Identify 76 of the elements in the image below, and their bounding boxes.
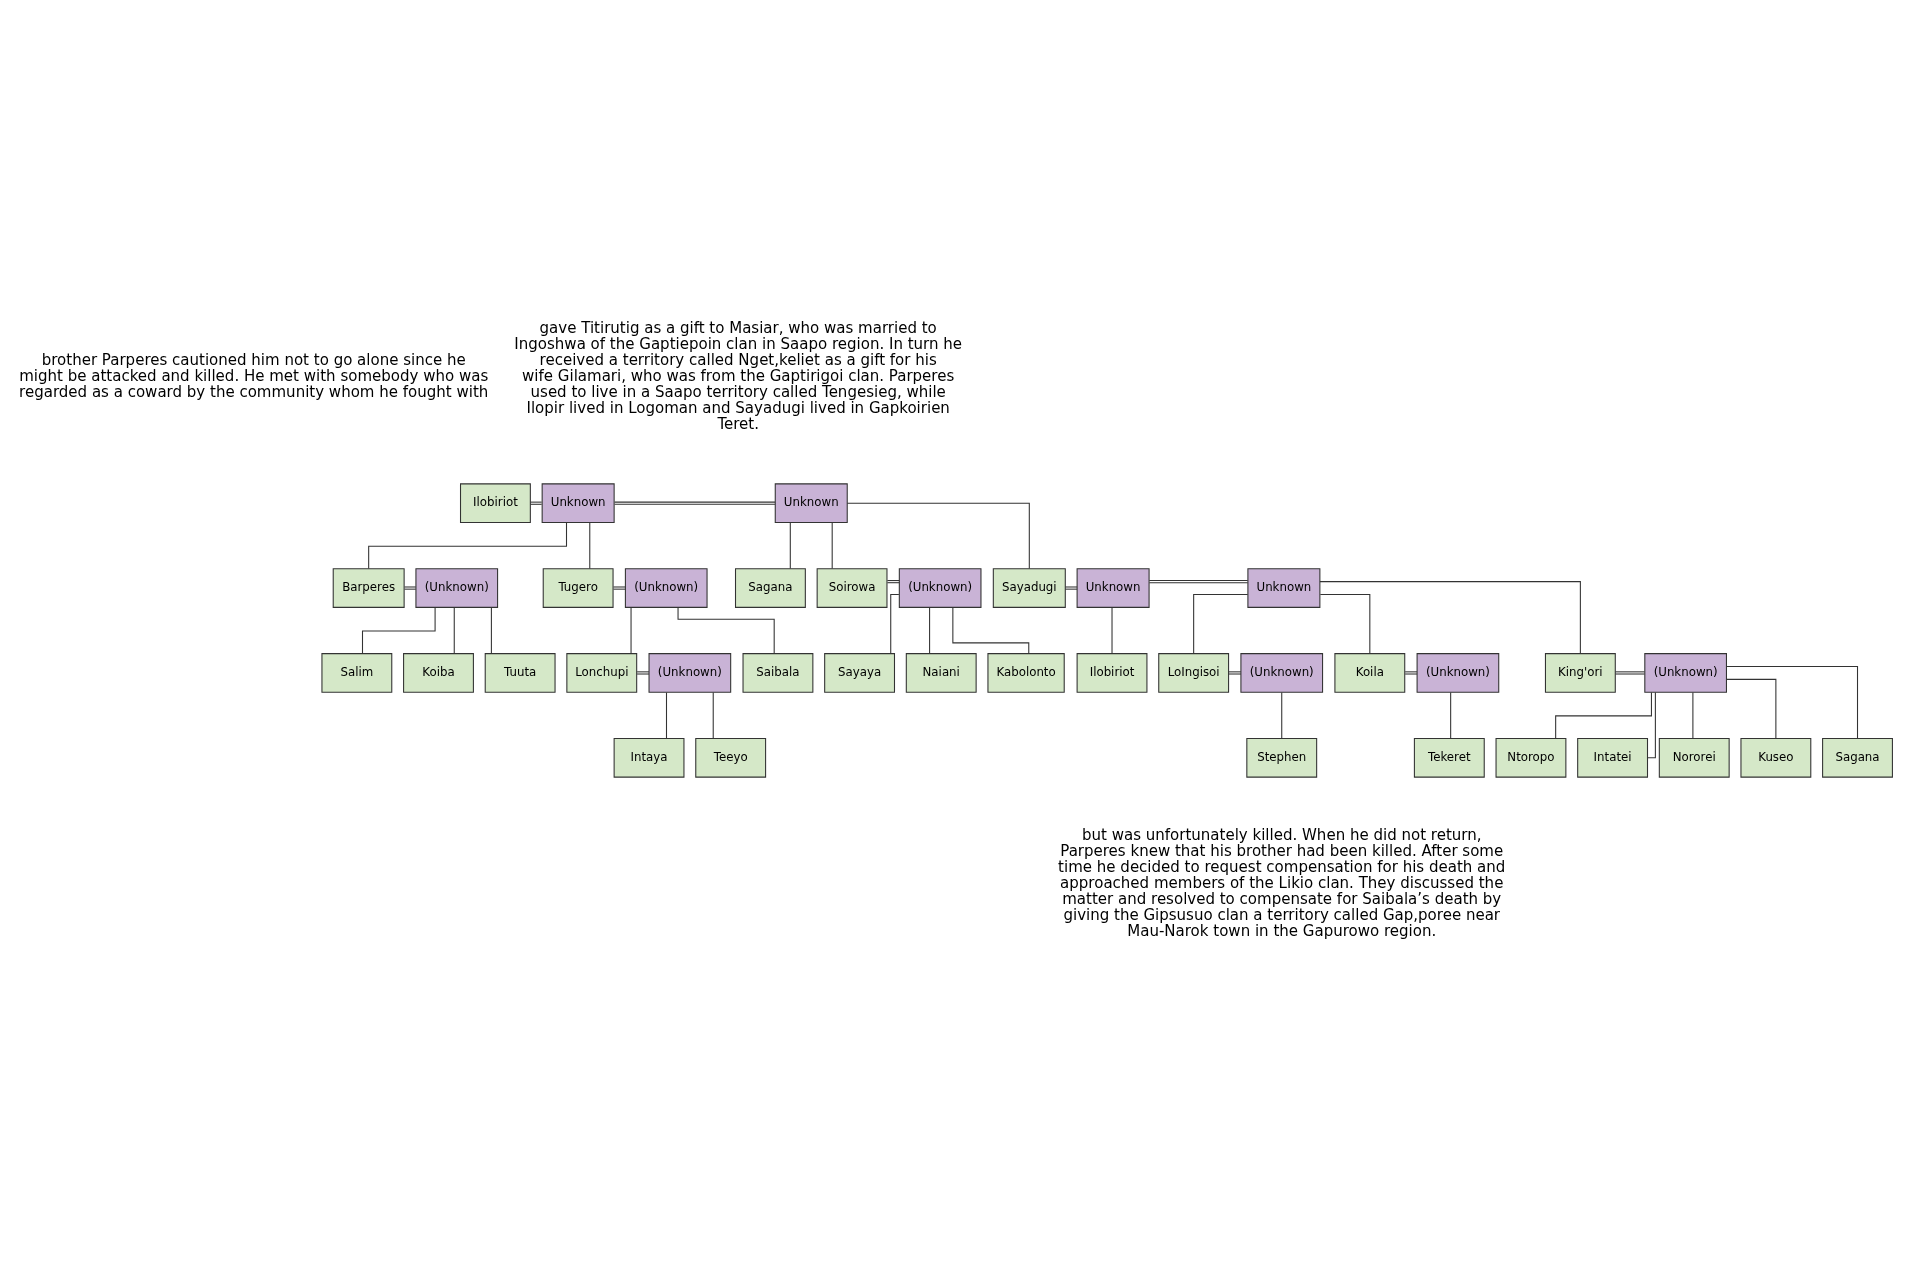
connector	[630, 607, 632, 654]
node-box: Lonchupi	[566, 653, 638, 693]
connector	[403, 586, 417, 590]
node-box: Tuuta	[484, 653, 556, 693]
node-box: Soirowa	[816, 568, 888, 608]
connector	[886, 580, 900, 584]
node-box: (Unknown)	[1240, 653, 1324, 693]
node-box: (Unknown)	[1644, 653, 1727, 693]
node-box: Salim	[321, 653, 393, 693]
node-box: Stephen	[1246, 737, 1318, 778]
node-box: Koila	[1334, 653, 1406, 693]
node-box: Unknown	[1247, 568, 1321, 608]
connector	[636, 671, 650, 675]
label: brother Parperes cautioned him not to go alone since he might be attacked and killed. He met with somebody who was regarded as a coward by the community whom he fought with	[19, 350, 489, 402]
connector	[1692, 692, 1694, 739]
connector	[614, 501, 776, 505]
node-box: Saibala	[742, 653, 814, 693]
connector	[929, 607, 931, 654]
node-box: Intatei	[1577, 737, 1649, 778]
node-box: Unknown	[1076, 568, 1150, 608]
node-box: Sayaya	[824, 653, 896, 693]
node-box: Sayadugi	[992, 568, 1066, 608]
node-box: Ilobiriot	[1076, 653, 1148, 693]
connector	[712, 692, 714, 739]
node-box: Intaya	[613, 737, 685, 778]
node-box: Unknown	[774, 483, 848, 524]
connector	[831, 522, 833, 570]
node-box: (Unknown)	[898, 568, 982, 608]
node-box: Barperes	[332, 568, 405, 608]
node-box: Naiani	[905, 653, 977, 693]
connector	[1404, 671, 1418, 675]
connector	[1111, 607, 1113, 654]
node-box: LoIngisoi	[1158, 653, 1230, 693]
connector	[1228, 671, 1242, 675]
connector	[789, 522, 791, 570]
connector	[1726, 665, 1859, 739]
node-box: Ilobiriot	[460, 483, 531, 524]
node-box: Ntoropo	[1495, 737, 1567, 778]
label: gave Titirutig as a gift to Masiar, who was married to Ingoshwa of the Gaptiepoin clan in Saapo region. In turn he received a territory called Nget,keliet as a gift for his wife Gilamari, who was from the Gaptirigoi clan. Parperes used to live in a Saapo territory called Tengesieg, while Ilopir lived in Logoman and Sayadugi lived in Gapkoirien Teret.	[514, 318, 963, 434]
node-box: (Unknown)	[648, 653, 732, 693]
node-box: Sagana	[734, 568, 806, 608]
connector	[1450, 692, 1452, 739]
node-box: Kuseo	[1740, 737, 1812, 778]
connector	[1319, 593, 1371, 655]
connector	[453, 607, 455, 654]
node-box: Koiba	[403, 653, 474, 693]
node-box: Kabolonto	[987, 653, 1065, 693]
connector	[368, 522, 568, 570]
connector	[1148, 580, 1249, 584]
connector	[612, 586, 626, 590]
connector	[677, 607, 775, 655]
node-box: Unknown	[541, 483, 615, 524]
connector	[1614, 671, 1646, 675]
node-box: Nororei	[1658, 737, 1730, 778]
node-box: Tekeret	[1413, 737, 1485, 778]
node-box: (Unknown)	[624, 568, 708, 608]
connector	[846, 502, 1030, 569]
connector	[1064, 586, 1078, 590]
connector	[529, 501, 543, 505]
label: but was unfortunately killed. When he did not return, Parperes knew that his brother had been killed. After some time he decided to request compensation for his death and approached members of the Likio clan. They discussed the matter and resolved to compensate for Saibala’s death by giving the Gipsusuo clan a territory called Gap,poree near Mau-Narok town in the Gapurowo region.	[1058, 825, 1506, 941]
node-box: (Unknown)	[1416, 653, 1500, 693]
node-box: (Unknown)	[415, 568, 499, 608]
connector	[589, 522, 591, 570]
connector	[952, 607, 1030, 654]
node-box: Tugero	[542, 568, 614, 608]
node-box: King'ori	[1544, 653, 1616, 693]
node-box: Sagana	[1822, 737, 1893, 778]
connector	[1281, 692, 1283, 739]
connector	[1319, 581, 1581, 655]
connector	[1647, 692, 1656, 759]
connector	[1726, 678, 1777, 739]
connector	[490, 607, 492, 654]
node-box: Teeyo	[695, 737, 767, 778]
connector	[890, 593, 900, 655]
connector	[1193, 593, 1249, 655]
connector	[665, 692, 668, 739]
